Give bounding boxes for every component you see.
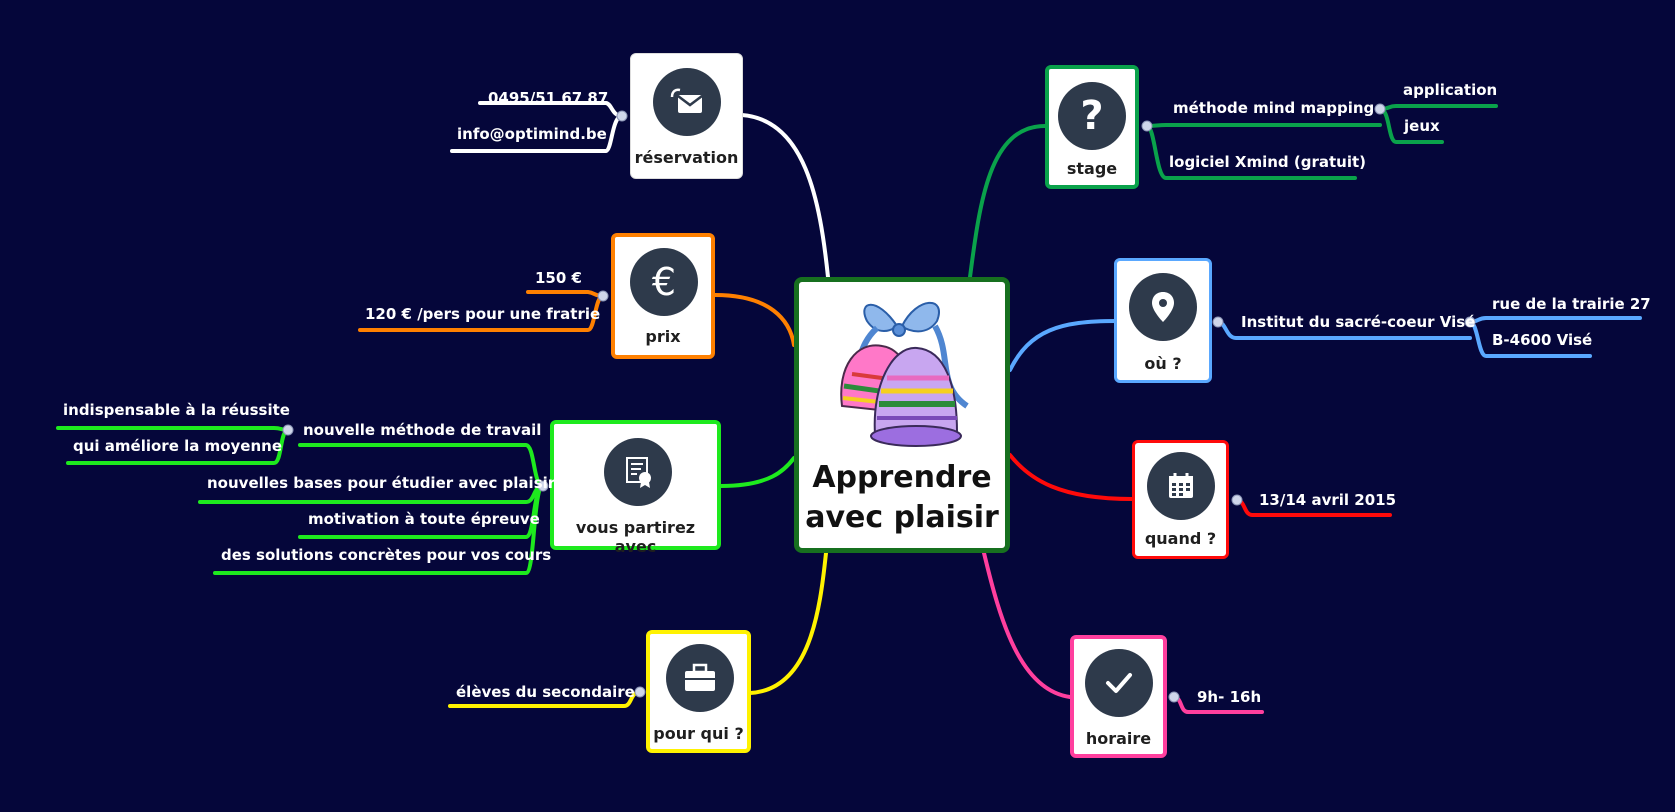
subitem-indispensable: indispensable à la réussite: [63, 401, 290, 419]
subitem-application: application: [1403, 81, 1498, 99]
item-price: 150 €: [535, 269, 582, 287]
subitem-jeux: jeux: [1404, 117, 1440, 135]
junction-dot: [1231, 494, 1243, 506]
item-email: info@optimind.be: [457, 125, 607, 143]
node-label: prix: [645, 327, 681, 346]
junction-dot: [1212, 316, 1224, 328]
connector-quand: [1008, 453, 1134, 501]
item-eleves: élèves du secondaire: [456, 683, 635, 701]
bells-image: [840, 301, 969, 447]
node-vous-partirez[interactable]: vous partirez avec: [550, 420, 721, 556]
junction-dot: [1168, 691, 1180, 703]
connector-pour-qui: [748, 551, 828, 695]
envelope-icon: [653, 68, 721, 136]
briefcase-icon: [666, 644, 734, 712]
connector-stage: [968, 124, 1047, 279]
certificate-icon: [604, 438, 672, 506]
connector-reservation: [740, 113, 830, 279]
node-stage[interactable]: ? stage: [1045, 65, 1139, 189]
subitem-moyenne: qui améliore la moyenne: [73, 437, 282, 455]
connector-ou: [1008, 319, 1118, 372]
subitem-rue: rue de la trairie 27: [1492, 295, 1651, 313]
item-date: 13/14 avril 2015: [1259, 491, 1396, 509]
item-horaire: 9h- 16h: [1197, 688, 1262, 706]
central-title-line1: Apprendre: [812, 460, 992, 495]
node-horaire[interactable]: horaire: [1070, 635, 1167, 758]
node-pour-qui[interactable]: pour qui ?: [646, 630, 751, 753]
connector-prix: [713, 293, 796, 347]
junction-dot: [634, 686, 646, 698]
item-bases: nouvelles bases pour étudier avec plaisi…: [207, 474, 556, 492]
junction-dot: [1464, 316, 1476, 328]
item-xmind: logiciel Xmind (gratuit): [1169, 153, 1366, 171]
node-label: où ?: [1144, 354, 1182, 373]
central-title: Apprendre avec plaisir: [799, 458, 1005, 538]
calendar-icon: [1147, 452, 1215, 520]
item-price-sibling: 120 € /pers pour une fratrie: [365, 305, 601, 323]
junction-dot: [282, 424, 294, 436]
location-pin-icon: [1129, 273, 1197, 341]
node-label: stage: [1066, 159, 1118, 178]
subitem-cp: B-4600 Visé: [1492, 331, 1593, 349]
central-topic[interactable]: Apprendre avec plaisir: [794, 277, 1010, 553]
connector-horaire: [982, 551, 1072, 699]
central-title-line2: avec plaisir: [805, 500, 999, 535]
junction-dot: [1141, 120, 1153, 132]
node-label: quand ?: [1144, 529, 1217, 548]
junction-dot: [537, 480, 549, 492]
item-phone: 0495/51 67 87: [488, 89, 609, 107]
question-icon: ?: [1058, 82, 1126, 150]
item-mind-mapping: méthode mind mapping: [1173, 99, 1375, 117]
node-ou[interactable]: où ?: [1114, 258, 1212, 383]
node-label: vous partirez avec: [575, 518, 696, 556]
node-label: réservation: [634, 148, 739, 167]
junction-dot: [597, 290, 609, 302]
junction-dot: [1374, 103, 1386, 115]
junction-dot: [616, 110, 628, 122]
item-motivation: motivation à toute épreuve: [308, 510, 540, 528]
node-quand[interactable]: quand ?: [1132, 440, 1229, 559]
node-label: horaire: [1085, 729, 1152, 748]
item-institut: Institut du sacré-coeur Visé: [1241, 313, 1476, 331]
item-methode: nouvelle méthode de travail: [303, 421, 542, 439]
connector-vous-partirez: [719, 456, 796, 488]
checkmark-icon: [1085, 649, 1153, 717]
node-label: pour qui ?: [653, 724, 744, 743]
euro-icon: €: [630, 248, 698, 316]
node-prix[interactable]: € prix: [611, 233, 715, 359]
node-reservation[interactable]: réservation: [630, 53, 743, 179]
item-solutions: des solutions concrètes pour vos cours: [221, 546, 552, 564]
